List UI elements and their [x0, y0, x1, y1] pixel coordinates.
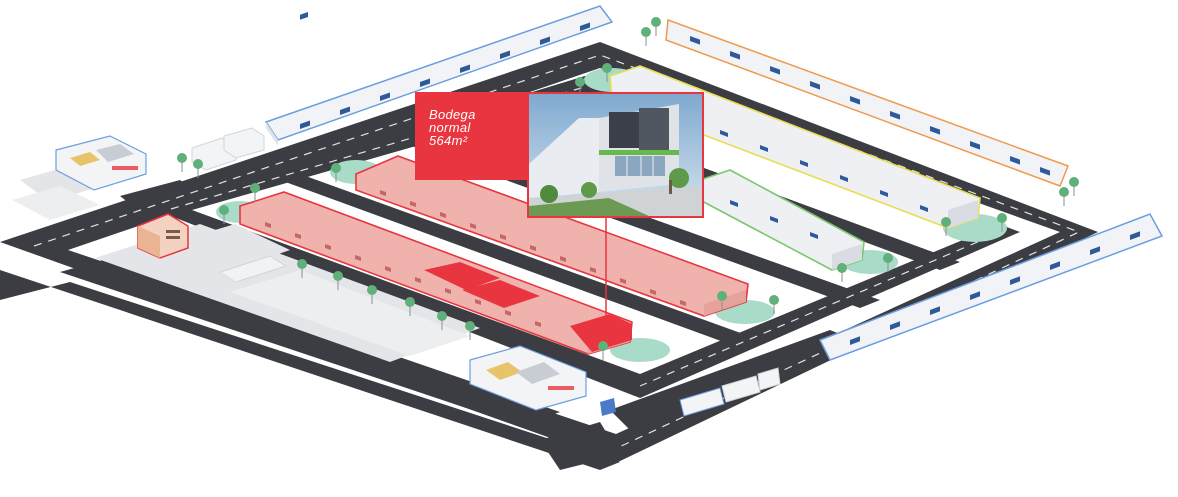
tree-icon — [297, 259, 307, 278]
tree-icon — [331, 163, 341, 182]
tree-icon — [437, 311, 447, 330]
aisle-road-1 — [280, 174, 760, 348]
warehouse-icon[interactable] — [818, 213, 1164, 361]
tree-icon — [598, 341, 608, 360]
tree-icon — [465, 321, 475, 340]
tree-icon — [250, 183, 260, 202]
tree-icon — [193, 159, 203, 178]
perimeter-warehouses — [264, 5, 1164, 361]
office-building-icon[interactable] — [137, 213, 189, 259]
tree-icon — [997, 213, 1007, 232]
inner-window-marks — [720, 130, 928, 239]
trees — [177, 17, 1079, 360]
tree-icon — [837, 263, 847, 282]
office-building-icon[interactable] — [55, 127, 265, 191]
tree-icon — [219, 205, 229, 224]
tree-icon — [769, 295, 779, 314]
highlighted-units[interactable] — [424, 262, 632, 352]
office-building-icon[interactable] — [469, 345, 616, 416]
warehouse-icon[interactable] — [665, 18, 1069, 187]
highlighted-unit[interactable] — [424, 262, 500, 290]
callout-subtitle: normal — [429, 120, 471, 135]
bottom-exit-road — [540, 422, 620, 470]
lower-right-road — [610, 330, 860, 430]
unit-info-callout[interactable]: Bodega normal 564m² — [415, 92, 527, 180]
warehouse-icon[interactable] — [355, 155, 749, 317]
highlighted-unit[interactable] — [462, 280, 540, 308]
lot-pads — [12, 160, 480, 362]
warehouse-icon[interactable] — [264, 5, 614, 146]
callout-area: 564m² — [429, 133, 468, 148]
warehouse-photo-illustration — [529, 94, 702, 216]
lot-top-left-pad-2 — [12, 186, 100, 220]
lot-left-building-pad — [195, 224, 290, 264]
tree-icon — [405, 297, 415, 316]
tree-icon — [941, 217, 951, 236]
perimeter-window-marks — [300, 22, 1140, 345]
tree-icon — [333, 271, 343, 290]
lot-left-lower-pad — [230, 270, 470, 356]
tree-icon — [602, 63, 612, 82]
office-building-icon — [218, 255, 288, 290]
tree-icon — [651, 17, 661, 36]
callout-title: Bodega — [429, 107, 476, 122]
tree-icon — [641, 27, 651, 46]
tree-icon — [177, 153, 187, 172]
left-parking-road — [60, 258, 560, 426]
tree-icon — [1059, 187, 1069, 206]
tree-icon — [717, 291, 727, 310]
tree-icon — [1069, 177, 1079, 196]
tree-icon — [883, 253, 893, 272]
red-block-doors — [265, 190, 686, 327]
top-left-road — [120, 180, 200, 212]
warehouse-photo[interactable] — [527, 92, 704, 218]
office-building-icon[interactable] — [679, 367, 781, 417]
tree-icon — [367, 285, 377, 304]
left-access-road — [0, 270, 620, 470]
highlighted-unit[interactable] — [570, 314, 632, 352]
